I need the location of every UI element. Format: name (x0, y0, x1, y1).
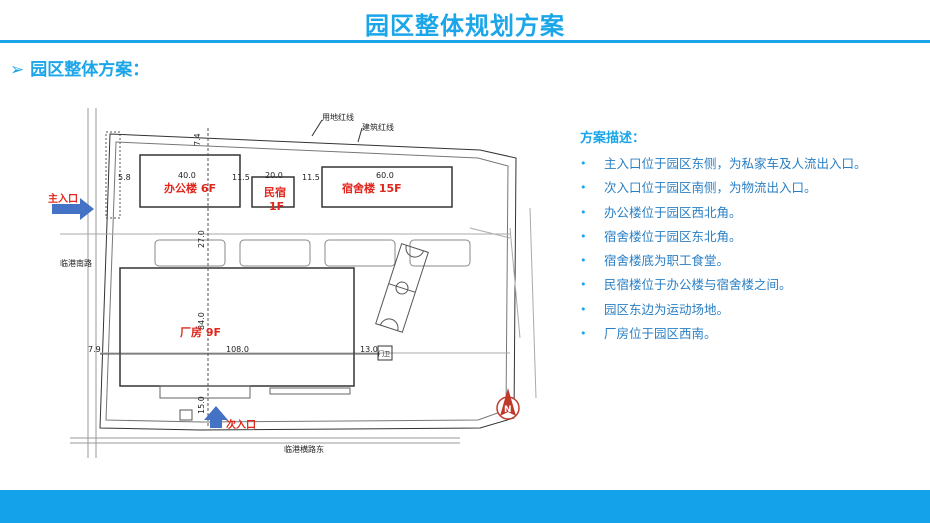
section-heading: ➢园区整体方案： (10, 55, 149, 80)
list-item: •主入口位于园区东侧，为私家车及人流出入口。 (580, 152, 920, 176)
list-item: •宿舍楼底为职工食堂。 (580, 249, 920, 273)
south-gap-label: 15.0 (197, 396, 206, 414)
sports-court (375, 243, 429, 333)
secondary-entrance-label: 次入口 (226, 418, 256, 431)
gap1-label: 11.5 (232, 173, 250, 182)
dormitory-building (321, 166, 453, 208)
homestay-label-2: 1F (269, 200, 284, 213)
site-boundary (99, 133, 517, 431)
list-item: •次入口位于园区南侧，为物流出入口。 (580, 176, 920, 200)
guard-label: 门卫 (378, 350, 390, 358)
scheme-description: 方案描述： •主入口位于园区东侧，为私家车及人流出入口。 •次入口位于园区南侧，… (580, 127, 920, 346)
building-redline-label: 建筑红线 (362, 122, 394, 132)
homestay-building (251, 176, 295, 208)
chevron-right-icon: ➢ (10, 60, 25, 80)
list-item: •宿舍楼位于园区东北角。 (580, 225, 920, 249)
top-gap-label: 7.4 (193, 133, 202, 146)
section-heading-text: 园区整体方案： (30, 60, 150, 80)
dorm-width-label: 60.0 (376, 171, 394, 180)
office-width-label: 40.0 (178, 171, 196, 180)
factory-width-label: 108.0 (226, 345, 249, 354)
guard-house (377, 345, 393, 361)
bullet-icon: • (580, 302, 587, 316)
homestay-label-1: 民宿 (264, 185, 286, 199)
description-list: •主入口位于园区东侧，为私家车及人流出入口。 •次入口位于园区南侧，为物流出入口… (580, 152, 920, 346)
secondary-entrance-arrow-icon (204, 406, 228, 428)
west-gap-label: 5.8 (118, 173, 131, 182)
svg-text:N: N (504, 405, 512, 415)
bullet-icon: • (580, 229, 587, 243)
land-redline-label: 用地红线 (322, 112, 354, 122)
title-divider (0, 40, 930, 43)
east-gap-label: 13.0 (360, 345, 378, 354)
dormitory-label: 宿舍楼 15F (342, 181, 402, 195)
list-item: •民宿楼位于办公楼与宿舍楼之间。 (580, 273, 920, 297)
gap2-label: 11.5 (302, 173, 320, 182)
bullet-icon: • (580, 254, 587, 268)
bullet-icon: • (580, 278, 587, 292)
bullet-icon: • (580, 205, 587, 219)
office-label: 办公楼 6F (164, 181, 216, 195)
mid-gap-label: 27.0 (197, 230, 206, 248)
homestay-width-label: 20.0 (265, 171, 283, 180)
bullet-icon: • (580, 327, 587, 341)
west-road-label: 临港南路 (60, 258, 92, 268)
main-entrance-label: 主入口 (48, 192, 78, 205)
factory-building (119, 267, 355, 387)
page-title: 园区整体规划方案 (365, 12, 565, 40)
description-title: 方案描述： (580, 131, 646, 146)
bullet-icon: • (580, 157, 587, 170)
list-item: •办公楼位于园区西北角。 (580, 201, 920, 225)
south-road-label: 临港横路东 (284, 444, 324, 454)
footer-bar (0, 490, 930, 523)
factory-depth-label: 84.0 (197, 312, 206, 330)
bullet-icon: • (580, 181, 587, 195)
north-compass-icon: N (496, 388, 520, 420)
list-item: •厂房位于园区西南。 (580, 322, 920, 346)
list-item: •园区东边为运动场地。 (580, 298, 920, 322)
office-building (139, 154, 241, 208)
site-plan-drawing: 用地红线 建筑红线 40.0 20.0 60.0 11.5 11.5 5.8 7… (48, 108, 537, 458)
inner-boundary (105, 141, 509, 423)
main-entrance-arrow-icon (52, 198, 94, 220)
west-factory-gap-label: 7.9 (88, 345, 101, 354)
factory-label: 厂房 9F (180, 325, 221, 339)
